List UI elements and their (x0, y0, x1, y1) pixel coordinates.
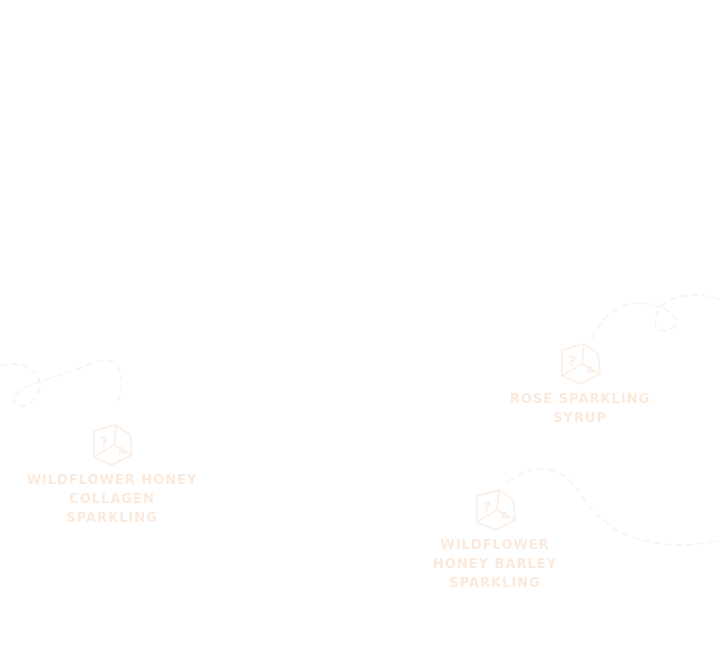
product-wildflower-honey-collagen-sparkling[interactable]: ? A Wildflower Honey Collagen Sparkling (26, 421, 198, 528)
dashed-path-top-right (591, 294, 720, 339)
svg-text:A: A (118, 446, 126, 457)
dashed-path-left (0, 359, 123, 407)
svg-text:?: ? (568, 354, 576, 370)
svg-text:?: ? (483, 500, 491, 516)
svg-text:A: A (501, 511, 509, 522)
product-rose-sparkling-syrup[interactable]: ? A Rose Sparkling Syrup (508, 340, 652, 428)
product-name: Wildflower Honey Barley Sparkling (432, 538, 558, 591)
mystery-box-icon: ? A (561, 343, 601, 385)
product-name: Rose Sparkling Syrup (509, 392, 651, 426)
svg-text:?: ? (100, 435, 108, 451)
product-name: Wildflower Honey Collagen Sparkling (26, 473, 198, 526)
product-wildflower-honey-barley-sparkling[interactable]: ? A Wildflower Honey Barley Sparkling (416, 486, 574, 593)
mystery-box-icon: ? A (476, 489, 516, 531)
svg-text:A: A (586, 365, 594, 376)
mystery-box-icon: ? A (93, 424, 133, 466)
